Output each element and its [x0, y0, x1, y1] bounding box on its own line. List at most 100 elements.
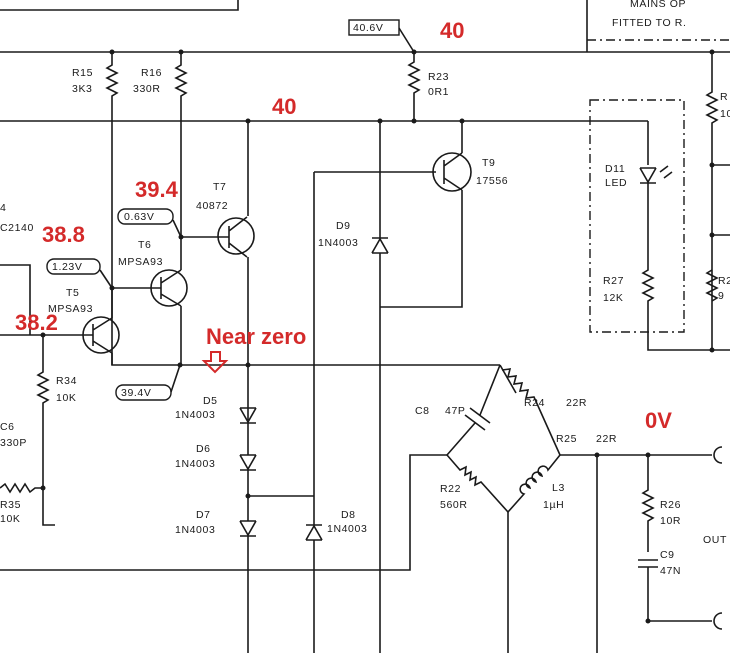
- t6-symbol: [112, 237, 182, 365]
- r35-ref: R35: [0, 499, 21, 511]
- r16-resistor: [174, 52, 218, 238]
- r-right-lower-resistor: [705, 269, 719, 302]
- r34-value: 10K: [56, 392, 76, 404]
- voltage-box-r23: [348, 19, 400, 36]
- r22-ref: R22: [440, 483, 461, 495]
- r15-ref: R15: [72, 67, 93, 79]
- r26-ref: R26: [660, 499, 681, 511]
- voltage-box-t6: [46, 258, 101, 275]
- voltage-t5: 39.4V: [121, 387, 151, 399]
- voltage-box-t7: [117, 208, 174, 225]
- down-arrow-icon: [201, 351, 229, 374]
- d8-diode: [305, 524, 323, 541]
- d11-led: [639, 167, 657, 184]
- r26-resistor: [641, 455, 655, 552]
- led-light-rays: [659, 165, 673, 179]
- annotation-near-zero: Near zero: [206, 324, 306, 349]
- d9-value: 1N4003: [318, 237, 358, 249]
- d5-ref: D5: [203, 395, 218, 407]
- r25-value: 22R: [596, 433, 617, 445]
- output-terminal-bottom: [713, 612, 723, 630]
- r15-resistor: [105, 52, 180, 366]
- c9-value: 47N: [660, 565, 681, 577]
- t9-ref: T9: [482, 157, 495, 169]
- d7-value: 1N4003: [175, 524, 215, 536]
- r16-value: 330R: [133, 83, 161, 95]
- c8-ref: C8: [415, 405, 430, 417]
- t5-ref: T5: [66, 287, 79, 299]
- d6-ref: D6: [196, 443, 211, 455]
- output-terminal-top: [713, 446, 723, 464]
- t6-ref: T6: [138, 239, 151, 251]
- t7-value: 40872: [196, 200, 228, 212]
- voltage-box-t5: [115, 384, 172, 401]
- r-right-upper-value: 10: [720, 108, 730, 120]
- t9-transistor: [432, 152, 472, 192]
- d7-diode: [239, 520, 257, 537]
- junction-dot: [411, 118, 417, 124]
- voltage-pointer: [99, 269, 113, 289]
- annotation-38-8: 38.8: [42, 222, 85, 247]
- t-left-value: C2140: [0, 222, 34, 234]
- r-right-upper-ref: R: [720, 91, 728, 103]
- voltage-r23: 40.6V: [353, 22, 383, 34]
- r23-resistor: [407, 52, 421, 121]
- r34-ref: R34: [56, 375, 77, 387]
- c8-capacitor: [446, 364, 501, 456]
- d8-value: 1N4003: [327, 523, 367, 535]
- mains-label: MAINS OP: [630, 0, 686, 10]
- t7-transistor: [217, 217, 255, 255]
- annotation-38-2: 38.2: [15, 310, 58, 335]
- t9-symbol: [380, 121, 463, 308]
- r24-resistor: [501, 368, 561, 456]
- out-label: OUT: [703, 534, 727, 546]
- t7-ref: T7: [213, 181, 226, 193]
- r24-ref: R24: [524, 397, 545, 409]
- annotation-0v: 0V: [645, 408, 672, 433]
- c9-ref: C9: [660, 549, 675, 561]
- r16-ref: R16: [141, 67, 162, 79]
- t5-symbol: [0, 288, 113, 365]
- t-left-ref: 4: [0, 202, 6, 214]
- r27-ref: R27: [603, 275, 624, 287]
- led-board-outline: [589, 99, 685, 333]
- annotation-40-top: 40: [440, 18, 464, 43]
- fitted-label: FITTED TO R.: [612, 17, 686, 29]
- r23-ref: R23: [428, 71, 449, 83]
- r15-value: 3K3: [72, 83, 92, 95]
- r35-value: 10K: [0, 513, 20, 525]
- r22-resistor: [446, 454, 509, 513]
- voltage-pointer: [398, 27, 415, 53]
- voltage-pointer: [170, 364, 181, 393]
- junction-dot: [709, 162, 715, 168]
- l3-ref: L3: [552, 482, 565, 494]
- c6-ref: C6: [0, 421, 15, 433]
- t6-value: MPSA93: [118, 256, 163, 268]
- d5-value: 1N4003: [175, 409, 215, 421]
- junction-dot: [645, 618, 651, 624]
- r-right-lower-value: 9: [718, 290, 724, 302]
- voltage-t7-base: 0.63V: [124, 211, 154, 223]
- c8-value: 47P: [445, 405, 465, 417]
- r26-value: 10R: [660, 515, 681, 527]
- d9-diode: [371, 237, 389, 254]
- r-right-upper-resistor: [705, 52, 719, 350]
- d11-ref: D11: [605, 163, 625, 175]
- d7-ref: D7: [196, 509, 211, 521]
- top-left-box-edge: [0, 0, 239, 11]
- junction-dot: [709, 232, 715, 238]
- voltage-pointer: [172, 219, 182, 238]
- c6-value: 330P: [0, 437, 27, 449]
- r24-value: 22R: [566, 397, 587, 409]
- junction-dot: [245, 362, 251, 368]
- r22-value: 560R: [440, 499, 468, 511]
- d11-value: LED: [605, 177, 627, 189]
- d6-value: 1N4003: [175, 458, 215, 470]
- r27-resistor: [641, 183, 730, 351]
- r23-value: 0R1: [428, 86, 449, 98]
- t9-value: 17556: [476, 175, 508, 187]
- d9-ref: D9: [336, 220, 351, 232]
- d8-ref: D8: [341, 509, 356, 521]
- annotation-39-4: 39.4: [135, 177, 179, 202]
